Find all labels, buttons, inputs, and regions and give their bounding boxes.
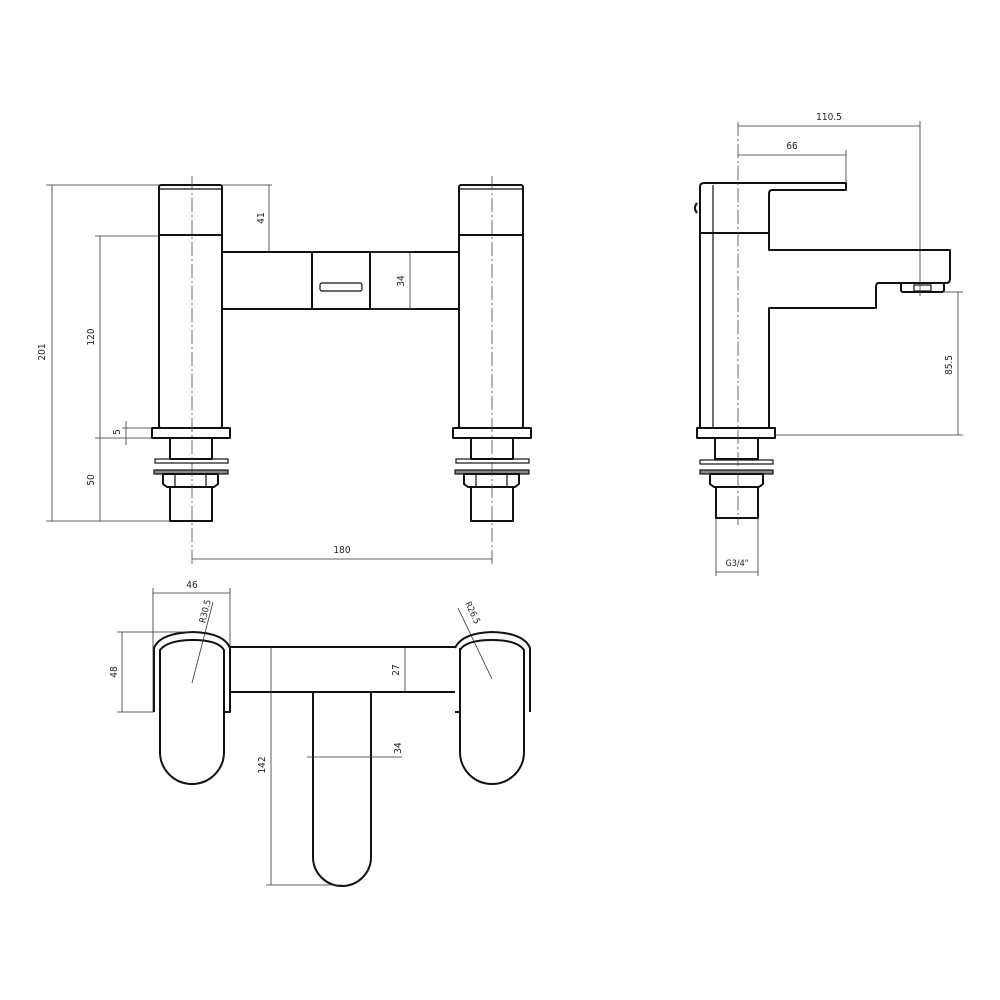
top-view: 46 48 R30.5 R26.5 27 142 34 [109,580,531,887]
left-handle-plan [153,631,231,785]
dim-spout-projection: 142 [257,756,268,773]
right-handle-plan [454,631,531,785]
right-pillar [452,176,532,565]
dim-handle-depth: 48 [109,666,120,678]
top-dimensions: 46 48 R30.5 R26.5 27 142 34 [109,580,493,886]
dim-left-radius: R30.5 [198,599,213,624]
side-dimensions: 110.5 66 85.5 G3/4" [715,112,963,576]
front-dimensions: 201 120 50 41 34 5 180 [37,184,492,560]
dim-spout-clearance: 85.5 [944,355,955,375]
front-view: 201 120 50 41 34 5 180 [37,176,532,565]
dim-handle-height: 41 [256,212,267,223]
side-view: 110.5 66 85.5 G3/4" [694,112,963,576]
spout-plan [312,692,372,887]
dim-handle-reach: 66 [786,141,798,152]
left-pillar [151,176,231,565]
dim-overall-height: 201 [37,343,48,360]
dim-flange-thickness: 5 [112,429,123,435]
dim-spout-width: 34 [393,742,404,754]
dim-spout-reach: 110.5 [816,112,842,123]
dim-handle-width: 46 [186,580,198,591]
dim-bar-depth: 27 [391,664,402,675]
dim-body-height: 120 [86,328,97,345]
dim-shank-length: 50 [86,474,97,486]
dim-bar-height: 34 [396,275,407,287]
dim-thread: G3/4" [725,559,748,569]
spout-bar [222,251,459,310]
indicator-button-icon [694,202,698,214]
dim-centres: 180 [333,545,350,556]
